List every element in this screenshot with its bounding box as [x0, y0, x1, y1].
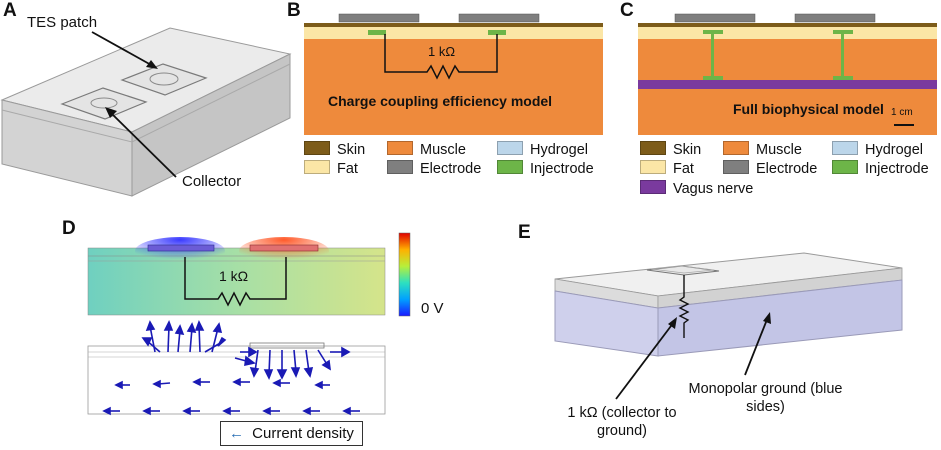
hydrogel-swatch — [497, 141, 523, 155]
fat-swatch — [640, 160, 666, 174]
skin-layer — [638, 23, 937, 27]
legend-b-fat-label: Fat — [337, 161, 358, 177]
legend-b-muscle-label: Muscle — [420, 142, 466, 158]
injectrode-lead-right — [841, 34, 844, 76]
collector-patch — [646, 265, 720, 276]
legend-c-vagus: Vagus nerve — [640, 180, 753, 197]
panel-c-model-title: Full biophysical model — [733, 101, 884, 117]
injectrode-swatch — [497, 160, 523, 174]
legend-b-hydrogel-label: Hydrogel — [530, 142, 589, 158]
legend-c-vagus-label: Vagus nerve — [673, 181, 754, 197]
slab-top — [0, 27, 292, 133]
fat-swatch — [304, 160, 330, 174]
legend-c-muscle-label: Muscle — [756, 142, 802, 158]
legend-c-electrode-label: Electrode — [756, 161, 818, 177]
electrode-left — [674, 13, 756, 23]
slab-top — [554, 252, 903, 297]
legend-b-injectrode: Injectrode — [497, 160, 594, 177]
muscle-layer-upper — [638, 39, 937, 80]
hydrogel-swatch — [832, 141, 858, 155]
injectrode-swatch — [832, 160, 858, 174]
collector-patch-square — [60, 87, 148, 120]
electrode-cathode — [147, 244, 215, 252]
legend-b-fat: Fat — [304, 160, 358, 177]
panel-c-scale-label: 1 cm — [891, 107, 913, 118]
legend-b-electrode: Electrode — [387, 160, 481, 177]
legend-c-skin-label: Skin — [673, 142, 702, 158]
electrode-anode — [249, 244, 319, 252]
injectrode-left — [368, 30, 386, 35]
legend-c-injectrode: Injectrode — [832, 160, 929, 177]
electrode-swatch — [723, 160, 749, 174]
panel-d-letter: D — [62, 218, 76, 239]
fat-layer — [304, 27, 603, 39]
monopolar-ground-label: Monopolar ground (blue sides) — [688, 381, 843, 415]
legend-b-skin-label: Skin — [337, 142, 366, 158]
fat-layer — [638, 27, 937, 39]
electrode-swatch — [387, 160, 413, 174]
panel-b-letter: B — [287, 0, 301, 21]
current-arrows — [102, 320, 360, 416]
ground-side-right — [657, 279, 903, 357]
legend-c-injectrode-label: Injectrode — [865, 161, 929, 177]
legend-c-hydrogel-label: Hydrogel — [865, 142, 924, 158]
collector-label: Collector — [182, 173, 242, 190]
skin-swatch — [304, 141, 330, 155]
electrode-right — [794, 13, 876, 23]
current-density-plot — [87, 345, 386, 415]
colorbar — [398, 232, 411, 317]
legend-c-muscle: Muscle — [723, 141, 802, 158]
legend-b-electrode-label: Electrode — [420, 161, 482, 177]
legend-b-muscle: Muscle — [387, 141, 466, 158]
legend-b-injectrode-label: Injectrode — [530, 161, 594, 177]
current-arrow-icon: ← — [229, 425, 244, 442]
panel-b-resistor-label: 1 kΩ — [428, 44, 456, 59]
electrode-left — [338, 13, 420, 23]
current-density-legend: ← Current density — [220, 421, 363, 446]
legend-b-hydrogel: Hydrogel — [497, 141, 588, 158]
colorbar-zero-label: 0 V — [421, 300, 444, 317]
current-density-label: Current density — [252, 425, 354, 442]
panel-a-letter: A — [3, 0, 17, 21]
vagus-nerve-layer — [638, 80, 937, 89]
ground-resistor — [678, 275, 690, 338]
panel-d-resistor-label: 1 kΩ — [219, 268, 249, 284]
injectrode-right — [488, 30, 506, 35]
collector-to-ground-label: 1 kΩ (collector to ground) — [567, 405, 677, 439]
skin-layer — [304, 23, 603, 27]
ground-side-front — [554, 290, 659, 357]
muscle-swatch — [723, 141, 749, 155]
slab-front — [1, 99, 133, 197]
vagus-swatch — [640, 180, 666, 194]
panel-e-letter: E — [518, 222, 531, 243]
muscle-swatch — [387, 141, 413, 155]
legend-c-skin: Skin — [640, 141, 701, 158]
electrode-right — [458, 13, 540, 23]
legend-b-skin: Skin — [304, 141, 365, 158]
legend-c-fat-label: Fat — [673, 161, 694, 177]
injectrode-lead-left — [711, 34, 714, 76]
tes-patch-square — [120, 63, 208, 96]
skin-swatch — [640, 141, 666, 155]
panel-b-model-title: Charge coupling efficiency model — [328, 93, 553, 109]
legend-c-hydrogel: Hydrogel — [832, 141, 923, 158]
panel-c-letter: C — [620, 0, 634, 21]
legend-c-electrode: Electrode — [723, 160, 817, 177]
legend-c-fat: Fat — [640, 160, 694, 177]
tes-patch-label: TES patch — [27, 14, 98, 31]
